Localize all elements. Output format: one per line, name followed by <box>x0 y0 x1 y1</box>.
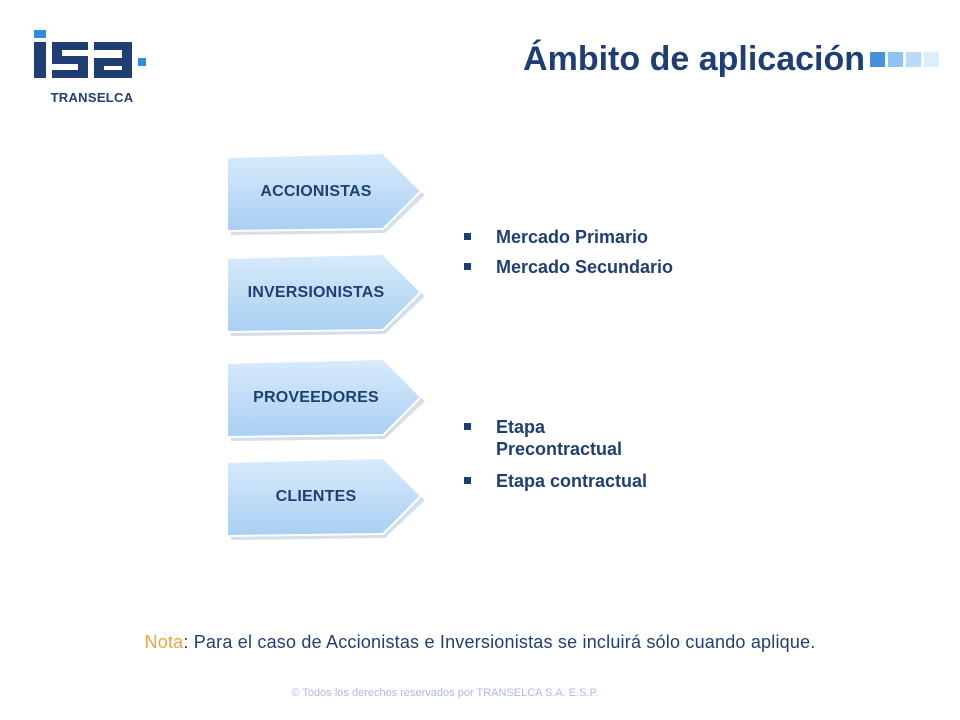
chevron-label: PROVEEDORES <box>253 389 379 406</box>
chevron-label: ACCIONISTAS <box>260 183 372 200</box>
accent-square <box>924 52 939 67</box>
note-key: Nota <box>144 632 184 652</box>
market-bullet-list: Mercado Primario Mercado Secundario <box>462 226 673 286</box>
accent-square <box>888 52 903 67</box>
chevron-proveedores: PROVEEDORES <box>225 359 425 441</box>
chevron-arrow-icon <box>226 153 425 235</box>
list-item: Mercado Primario <box>462 226 673 248</box>
chevron-arrow-icon <box>226 254 425 336</box>
chevron-arrow-icon <box>226 359 425 441</box>
title-accent-squares <box>870 52 939 67</box>
bullet-square-icon <box>464 477 471 484</box>
bullet-square-icon <box>464 233 471 240</box>
page-title: Ámbito de aplicación <box>523 40 865 78</box>
logo-subtitle: TRANSELCA <box>50 90 134 105</box>
chevron-arrow-icon <box>226 458 425 540</box>
accent-square <box>906 52 921 67</box>
chevron-label: INVERSIONISTAS <box>247 284 385 301</box>
accent-square <box>870 52 885 67</box>
chevron-label: CLIENTES <box>275 488 357 505</box>
chevron-inversionistas: INVERSIONISTAS <box>225 254 425 336</box>
note-body: : Para el caso de Accionistas e Inversio… <box>183 632 816 652</box>
chevron-clientes: CLIENTES <box>225 458 425 540</box>
copyright-footer: © Todos los derechos reservados por TRAN… <box>291 687 599 699</box>
note-text: Nota: Para el caso de Accionistas e Inve… <box>0 632 960 653</box>
list-item: Mercado Secundario <box>462 256 673 278</box>
list-item: Etapa Precontractual <box>462 416 652 460</box>
isa-logo: TRANSELCA <box>32 28 152 118</box>
stage-bullet-list: Etapa Precontractual Etapa contractual <box>462 416 652 500</box>
bullet-square-icon <box>464 423 471 430</box>
bullet-square-icon <box>464 263 471 270</box>
list-item: Etapa contractual <box>462 470 652 492</box>
isa-logo-icon <box>34 30 146 78</box>
chevron-accionistas: ACCIONISTAS <box>225 153 425 235</box>
